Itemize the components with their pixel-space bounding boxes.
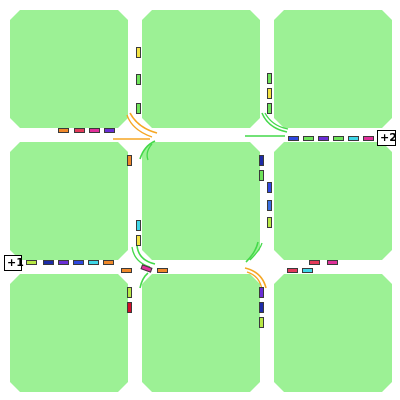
- car: [136, 235, 141, 246]
- car: [88, 260, 99, 265]
- car: [121, 268, 132, 273]
- car: [259, 317, 264, 328]
- car: [309, 260, 320, 265]
- car: [267, 103, 272, 114]
- car: [140, 264, 153, 273]
- car: [127, 302, 132, 313]
- car: [26, 260, 37, 265]
- car: [267, 88, 272, 99]
- city-block: [10, 274, 128, 392]
- car: [136, 74, 141, 85]
- car: [259, 170, 264, 181]
- car: [287, 268, 298, 273]
- car: [104, 128, 115, 133]
- car: [259, 287, 264, 298]
- car: [58, 128, 69, 133]
- score-badge-right: +2: [377, 130, 397, 146]
- score-badge-left: +1: [4, 255, 24, 271]
- car: [127, 287, 132, 298]
- car: [74, 128, 85, 133]
- city-block: [274, 142, 392, 260]
- city-block: [10, 142, 128, 260]
- car: [288, 136, 299, 141]
- city-block: [142, 142, 260, 260]
- car: [303, 136, 314, 141]
- car: [259, 155, 264, 166]
- car: [157, 268, 168, 273]
- car: [136, 220, 141, 231]
- car: [127, 155, 132, 166]
- car: [348, 136, 359, 141]
- car: [267, 182, 272, 193]
- car: [267, 200, 272, 211]
- city-block: [142, 274, 260, 392]
- car: [302, 268, 313, 273]
- city-block: [142, 10, 260, 128]
- car: [58, 260, 69, 265]
- car: [73, 260, 84, 265]
- car: [136, 47, 141, 58]
- city-block: [274, 10, 392, 128]
- car: [267, 73, 272, 84]
- car: [267, 217, 272, 228]
- car: [103, 260, 114, 265]
- car: [363, 136, 374, 141]
- car: [259, 302, 264, 313]
- car: [43, 260, 54, 265]
- car: [333, 136, 344, 141]
- city-block: [274, 274, 392, 392]
- car: [89, 128, 100, 133]
- car: [318, 136, 329, 141]
- car: [136, 103, 141, 114]
- car: [327, 260, 338, 265]
- city-block: [10, 10, 128, 128]
